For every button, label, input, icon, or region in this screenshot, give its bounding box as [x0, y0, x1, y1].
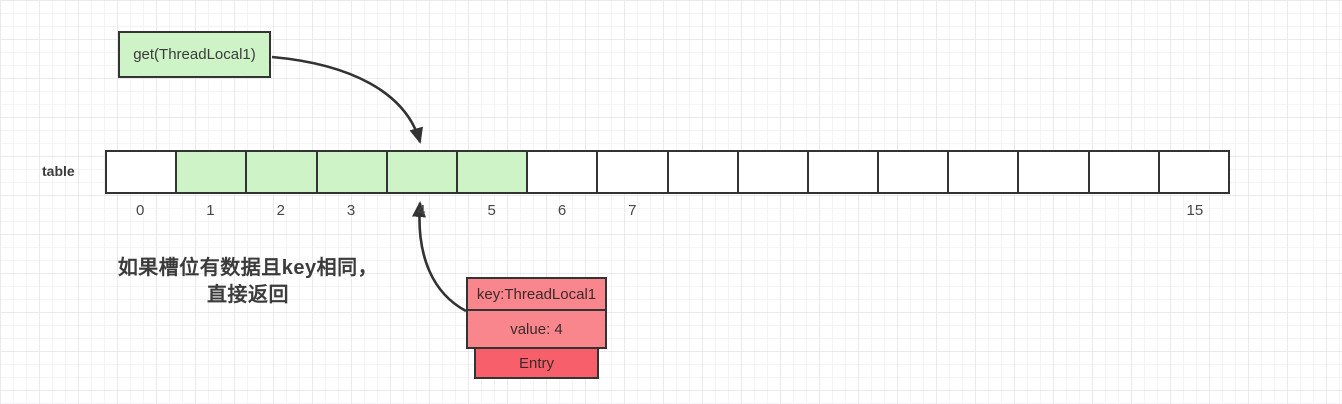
entry-value-box: value: 4: [466, 309, 607, 349]
table-cell-10: [808, 152, 880, 192]
table-label: table: [42, 163, 75, 179]
entry-tag-box: Entry: [474, 347, 599, 379]
table-cell-9: [738, 152, 809, 192]
table-indices: 0 1 2 3 4 5 6 7 15: [105, 201, 1230, 221]
table-cell-2: [247, 152, 318, 192]
table-cell-8: [668, 152, 739, 192]
annotation-line2: 直接返回: [207, 284, 289, 306]
get-call-label: get(ThreadLocal1): [133, 46, 256, 63]
table-cell-4: [387, 152, 458, 192]
table-cell-11: [879, 152, 950, 192]
table-cells: [105, 150, 1230, 194]
entry-value-label: value: 4: [510, 320, 563, 338]
cell-index-15: 15: [1186, 202, 1204, 219]
cell-index-8: [668, 201, 738, 221]
cell-index-13: [1019, 201, 1089, 221]
table-cell-6: [528, 152, 599, 192]
table-cell-5: [457, 152, 529, 192]
table-cell-15: [1159, 152, 1228, 192]
cell-index-2: 2: [276, 202, 285, 219]
table-cell-0: [107, 152, 178, 192]
cell-index-5: 5: [487, 202, 496, 219]
table-cell-7: [598, 152, 669, 192]
cell-index-4: 4: [417, 202, 426, 219]
cell-index-3: 3: [346, 202, 356, 219]
cell-index-0: 0: [135, 202, 145, 219]
entry-tag-label: Entry: [518, 354, 554, 372]
get-to-slot4-arrow: [271, 55, 423, 144]
cell-index-10: [808, 201, 878, 221]
cell-index-7: 7: [628, 202, 637, 219]
cell-index-1: 1: [206, 202, 215, 219]
table-cell-13: [1019, 152, 1090, 192]
table-cell-1: [177, 152, 248, 192]
get-call-box: get(ThreadLocal1): [118, 31, 271, 78]
cell-index-14: [1089, 201, 1159, 221]
entry-key-box: key:ThreadLocal1: [466, 277, 607, 311]
table-cell-3: [317, 152, 388, 192]
cell-index-11: [878, 201, 948, 221]
table-cell-12: [949, 152, 1020, 192]
annotation-note: 如果槽位有数据且key相同， 直接返回: [108, 255, 388, 309]
cell-index-12: [949, 201, 1019, 221]
entry-key-label: key:ThreadLocal1: [476, 285, 597, 303]
cell-index-6: 6: [557, 202, 567, 219]
annotation-line1: 如果槽位有数据且key相同，: [117, 257, 379, 279]
table-cell-14: [1089, 152, 1160, 192]
cell-index-9: [738, 201, 808, 221]
